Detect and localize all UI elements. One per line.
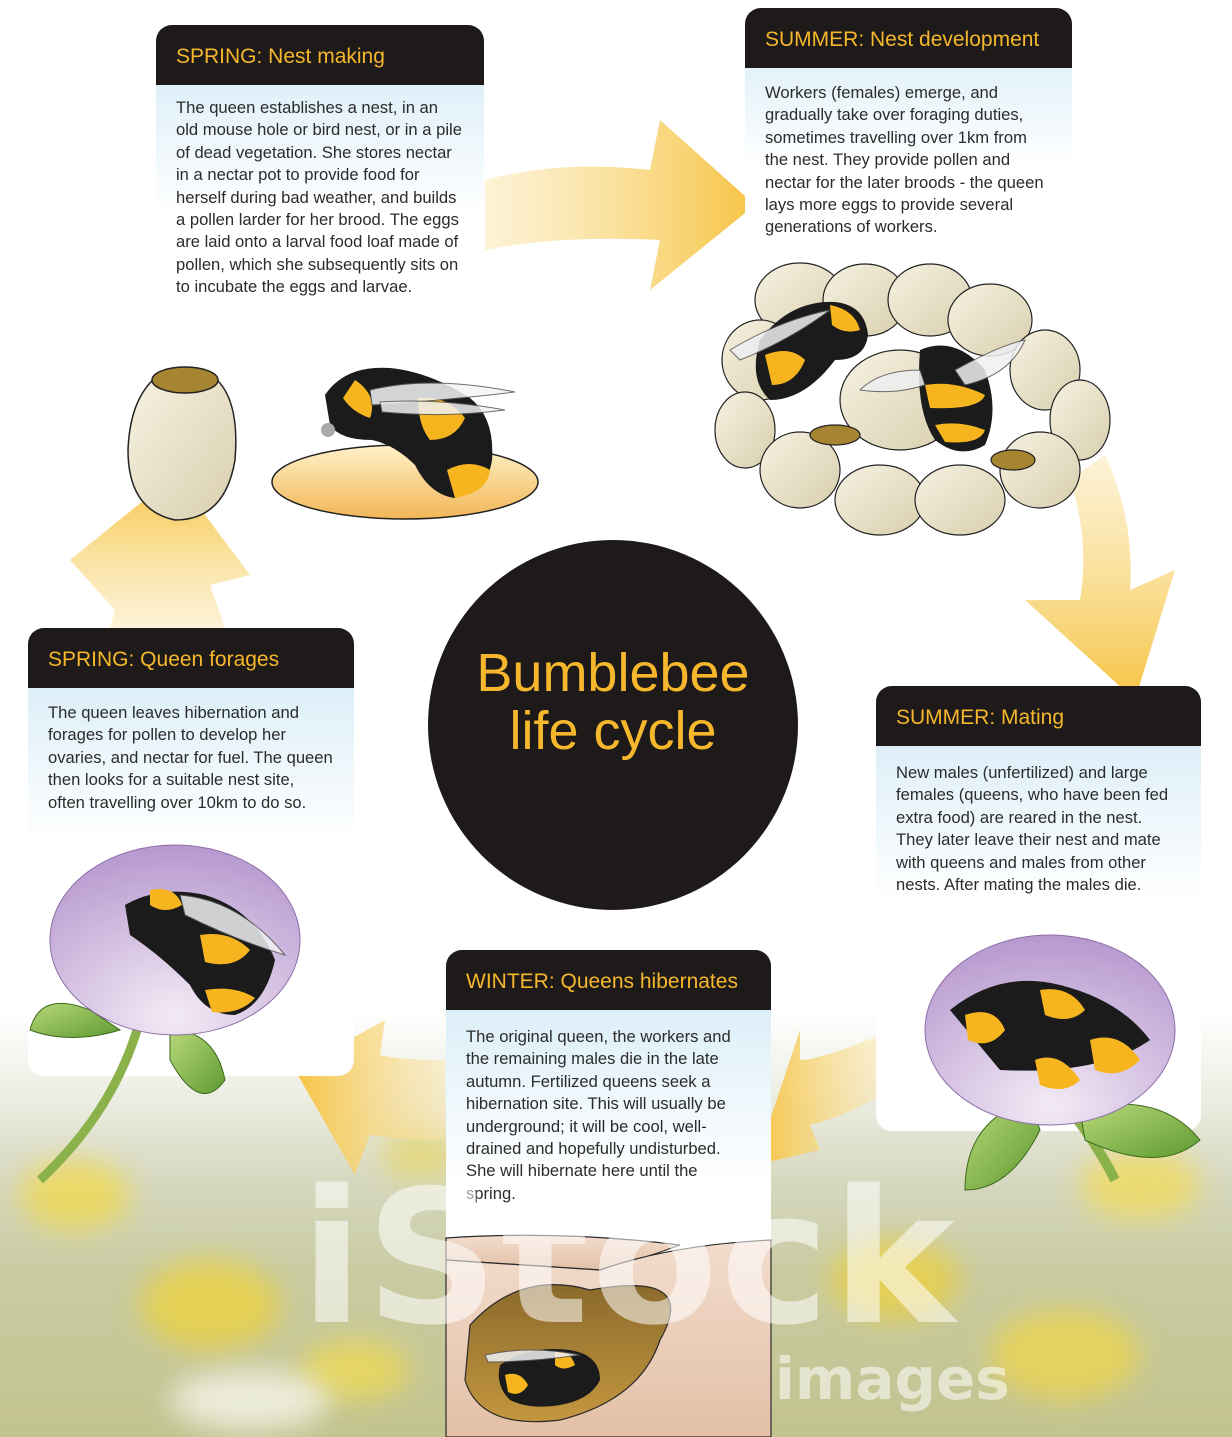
clover-flower-forage-icon [30, 845, 300, 1180]
clover-flower-mating-icon [925, 935, 1200, 1190]
nectar-pot-icon [128, 367, 236, 520]
hibernation-burrow-icon [446, 1235, 771, 1437]
queen-on-pollen-loaf-icon [272, 368, 538, 519]
